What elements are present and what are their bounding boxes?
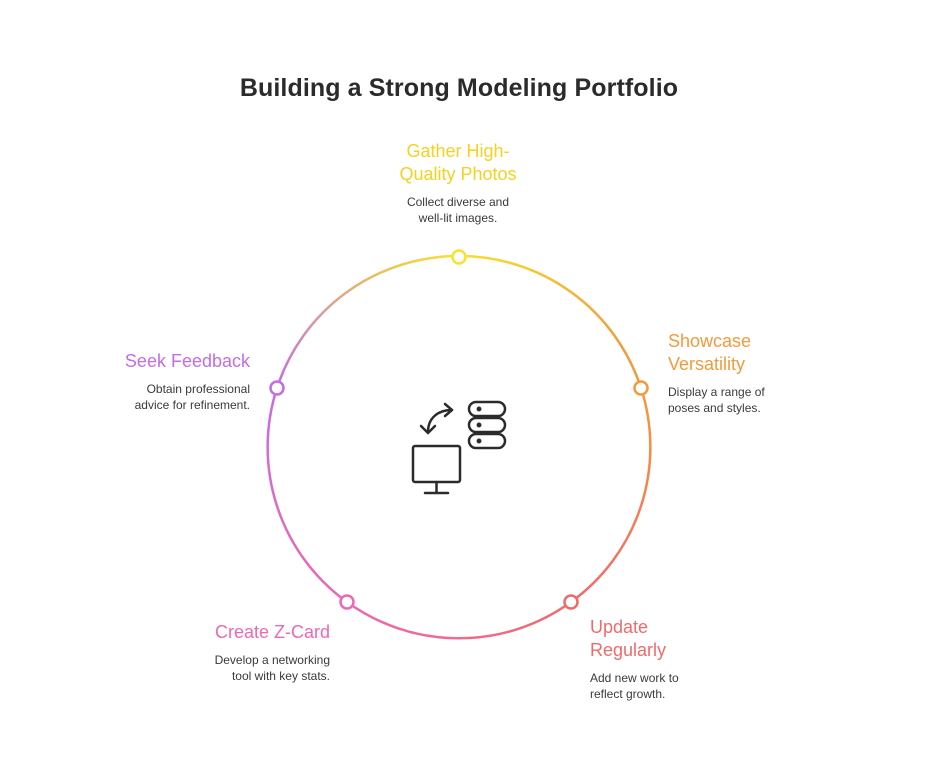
marker-update <box>563 594 579 610</box>
node-gather-photos: Gather High- Quality Photos Collect dive… <box>368 140 548 226</box>
showcase-heading: Showcase Versatility <box>668 331 752 374</box>
marker-feedback <box>269 380 285 396</box>
node-create-zcard: Create Z-Card Develop a networking tool … <box>170 621 330 684</box>
showcase-description: Display a range of poses and styles. <box>668 385 765 415</box>
node-update-regularly: Update Regularly Add new work to reflect… <box>590 616 730 702</box>
arc-update-zcard <box>346 600 572 640</box>
node-showcase-versatility: Showcase Versatility Display a range of … <box>668 330 818 416</box>
gather-heading: Gather High- Quality Photos <box>399 141 517 184</box>
arc-feedback-gather <box>275 254 460 389</box>
gather-description: Collect diverse and well-lit images. <box>406 195 510 225</box>
node-seek-feedback: Seek Feedback Obtain professional advice… <box>90 350 250 413</box>
arc-showcase-update <box>570 387 652 604</box>
arc-gather-showcase <box>458 254 643 389</box>
marker-showcase <box>633 380 649 396</box>
update-heading: Update Regularly <box>590 617 667 660</box>
marker-zcard <box>339 594 355 610</box>
update-description: Add new work to reflect growth. <box>590 671 679 701</box>
feedback-heading: Seek Feedback <box>124 351 250 371</box>
feedback-description: Obtain professional advice for refinemen… <box>134 382 250 412</box>
zcard-heading: Create Z-Card <box>214 622 330 642</box>
marker-gather <box>451 249 467 265</box>
diagram-title: Building a Strong Modeling Portfolio <box>239 74 679 102</box>
arc-zcard-feedback <box>266 387 348 604</box>
computer-sync-database-icon <box>411 400 507 495</box>
zcard-description: Develop a networking tool with key stats… <box>214 653 330 683</box>
